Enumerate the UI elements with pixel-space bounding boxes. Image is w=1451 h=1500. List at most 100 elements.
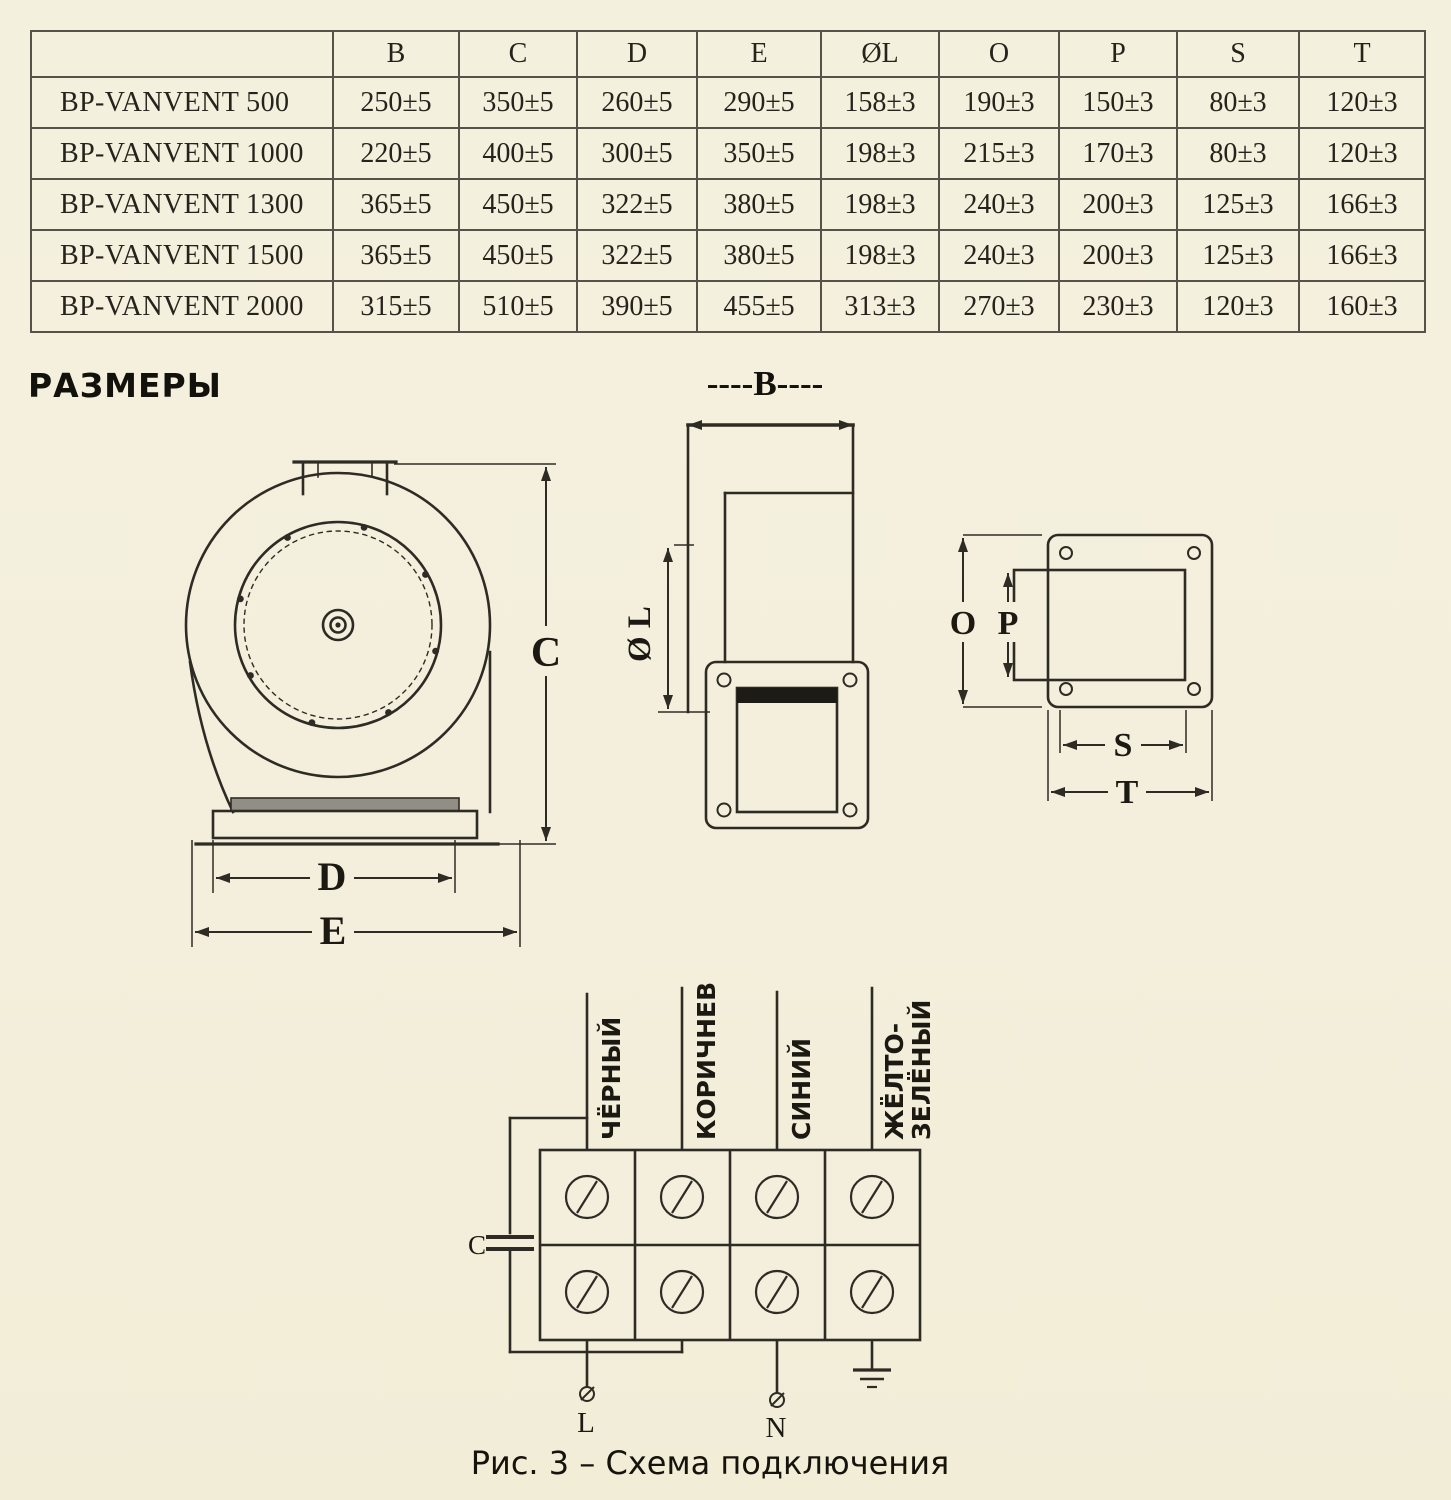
dimension-value-cell: 450±5 bbox=[458, 178, 578, 231]
wire-label-black: ЧЁРНЫЙ bbox=[596, 1017, 626, 1140]
line-terminal-icon bbox=[579, 1386, 595, 1402]
dimension-value-cell: 365±5 bbox=[332, 178, 460, 231]
flange-view-drawing bbox=[1012, 533, 1214, 709]
col-header-model bbox=[30, 30, 334, 78]
dimension-value-cell: 315±5 bbox=[332, 280, 460, 333]
model-name-cell: BP-VANVENT 2000 bbox=[30, 280, 334, 333]
dimension-value-cell: 198±3 bbox=[820, 127, 940, 180]
dimension-value-cell: 150±3 bbox=[1058, 76, 1178, 129]
col-header-s: S bbox=[1176, 30, 1300, 78]
dim-label-t: T bbox=[1116, 774, 1139, 811]
line-label: L bbox=[577, 1407, 595, 1439]
dim-ol-lines bbox=[658, 544, 710, 713]
dimension-value-cell: 198±3 bbox=[820, 229, 940, 282]
dimension-value-cell: 400±5 bbox=[458, 127, 578, 180]
wire-label-yellow-green-2: ЗЕЛЁНЫЙ bbox=[906, 1000, 936, 1140]
wire-label-brown: КОРИЧНЕВЫ bbox=[692, 980, 721, 1140]
dimension-value-cell: 322±5 bbox=[576, 178, 698, 231]
dim-label-d: D bbox=[318, 854, 347, 899]
dimension-value-cell: 450±5 bbox=[458, 229, 578, 282]
dimension-value-cell: 350±5 bbox=[696, 127, 822, 180]
dim-label-t-bg bbox=[1108, 769, 1146, 810]
dim-label-b: ----B---- bbox=[706, 364, 824, 403]
model-name-cell: BP-VANVENT 1300 bbox=[30, 178, 334, 231]
dimension-value-cell: 170±3 bbox=[1058, 127, 1178, 180]
dim-label-d-bg bbox=[310, 852, 354, 898]
dimension-value-cell: 230±3 bbox=[1058, 280, 1178, 333]
dimension-value-cell: 120±3 bbox=[1298, 76, 1426, 129]
col-header-ol: ØL bbox=[820, 30, 940, 78]
dim-label-c: C bbox=[531, 630, 561, 676]
dimension-value-cell: 166±3 bbox=[1298, 229, 1426, 282]
dimension-value-cell: 270±3 bbox=[938, 280, 1060, 333]
dimension-value-cell: 250±5 bbox=[332, 76, 460, 129]
dim-label-e-bg bbox=[312, 906, 354, 952]
dimension-value-cell: 200±3 bbox=[1058, 229, 1178, 282]
dimension-value-cell: 198±3 bbox=[820, 178, 940, 231]
dimension-value-cell: 125±3 bbox=[1176, 229, 1300, 282]
dimension-drawings: C D E bbox=[184, 420, 1214, 953]
dimension-value-cell: 80±3 bbox=[1176, 76, 1300, 129]
dimension-value-cell: 166±3 bbox=[1298, 178, 1426, 231]
terminal-screws bbox=[564, 1174, 895, 1315]
neutral-label: N bbox=[766, 1412, 787, 1444]
model-name-cell: BP-VANVENT 1000 bbox=[30, 127, 334, 180]
ground-icon bbox=[853, 1368, 891, 1389]
wire-label-yellow-green-1: ЖЁЛТО- bbox=[879, 1023, 909, 1140]
dimension-value-cell: 220±5 bbox=[332, 127, 460, 180]
col-header-b: B bbox=[332, 30, 460, 78]
dimension-value-cell: 120±3 bbox=[1176, 280, 1300, 333]
dimension-value-cell: 365±5 bbox=[332, 229, 460, 282]
dimension-value-cell: 80±3 bbox=[1176, 127, 1300, 180]
dimension-value-cell: 125±3 bbox=[1176, 178, 1300, 231]
dim-label-ol: Ø L bbox=[622, 606, 658, 662]
wire-label-blue: СИНИЙ bbox=[787, 1038, 816, 1140]
fan-front-view-drawing bbox=[686, 420, 870, 830]
dimension-value-cell: 240±3 bbox=[938, 229, 1060, 282]
dimension-value-cell: 200±3 bbox=[1058, 178, 1178, 231]
dimension-value-cell: 455±5 bbox=[696, 280, 822, 333]
neutral-terminal-icon bbox=[769, 1392, 785, 1408]
figure-caption: Рис. 3 – Схема подключения bbox=[470, 1444, 950, 1482]
dimension-value-cell: 380±5 bbox=[696, 178, 822, 231]
dimension-value-cell: 510±5 bbox=[458, 280, 578, 333]
col-header-d: D bbox=[576, 30, 698, 78]
dim-e-lines bbox=[191, 840, 521, 947]
dimension-value-cell: 313±3 bbox=[820, 280, 940, 333]
dimension-value-cell: 350±5 bbox=[458, 76, 578, 129]
dim-label-p-bg bbox=[992, 602, 1024, 642]
model-name-cell: BP-VANVENT 500 bbox=[30, 76, 334, 129]
fan-side-view-drawing bbox=[184, 460, 500, 846]
model-name-cell: BP-VANVENT 1500 bbox=[30, 229, 334, 282]
dim-label-s: S bbox=[1114, 727, 1133, 764]
dimension-value-cell: 260±5 bbox=[576, 76, 698, 129]
section-title: РАЗМЕРЫ bbox=[28, 366, 222, 405]
dim-label-c-bg bbox=[527, 626, 565, 676]
dim-label-o: O bbox=[950, 605, 976, 642]
wires bbox=[486, 986, 874, 1394]
dimension-value-cell: 390±5 bbox=[576, 280, 698, 333]
dimension-value-cell: 215±3 bbox=[938, 127, 1060, 180]
capacitor-label: C bbox=[468, 1230, 486, 1260]
dim-label-o-bg bbox=[947, 602, 979, 642]
col-header-p: P bbox=[1058, 30, 1178, 78]
bolt-dots bbox=[237, 524, 439, 726]
dimension-value-cell: 322±5 bbox=[576, 229, 698, 282]
col-header-e: E bbox=[696, 30, 822, 78]
dimension-value-cell: 120±3 bbox=[1298, 127, 1426, 180]
dim-label-p: P bbox=[998, 605, 1019, 642]
table-header-row: B C D E ØL O P S T bbox=[30, 30, 1426, 78]
dimension-value-cell: 240±3 bbox=[938, 178, 1060, 231]
dimension-value-cell: 300±5 bbox=[576, 127, 698, 180]
dim-label-e: E bbox=[320, 908, 347, 953]
col-header-t: T bbox=[1298, 30, 1426, 78]
dimension-value-cell: 290±5 bbox=[696, 76, 822, 129]
